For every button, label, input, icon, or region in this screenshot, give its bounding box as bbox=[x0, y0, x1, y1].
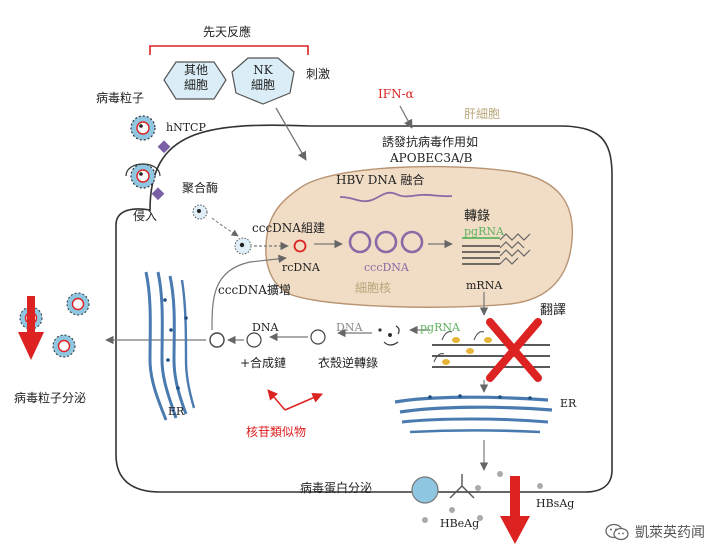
integrated-dna-squiggle bbox=[339, 191, 453, 203]
down-arrow-icon bbox=[18, 296, 44, 360]
cccdna-amplification-label: cccDNA擴增 bbox=[218, 283, 291, 297]
cross-mark-icon bbox=[486, 318, 542, 382]
hepatocyte-label: 肝細胞 bbox=[464, 107, 501, 121]
rcdna-circle bbox=[293, 239, 307, 253]
receptor-icon bbox=[151, 187, 165, 201]
hbeag-virion-icon bbox=[411, 476, 439, 504]
receptor-icon bbox=[157, 140, 171, 154]
entry-label: 侵入 bbox=[133, 209, 158, 223]
cccdna-circle bbox=[348, 230, 372, 254]
cccdna-circle bbox=[400, 230, 424, 254]
polymerase-label: 聚合酶 bbox=[182, 181, 219, 195]
nk-cells-label-2: 細胞 bbox=[250, 78, 275, 92]
nucleus-label: 細胞核 bbox=[355, 281, 392, 295]
capsid-icon bbox=[192, 204, 208, 220]
nk-cells-label-1: NK bbox=[253, 63, 273, 77]
induced-antiviral-label-1: 誘發抗病毒作用如 bbox=[382, 135, 479, 149]
er-left-label: ER bbox=[168, 405, 185, 418]
transcripts bbox=[462, 233, 531, 265]
capsid-dna-icon bbox=[246, 332, 262, 348]
capsid-dna-icon bbox=[310, 329, 326, 345]
other-cells-label-2: 細胞 bbox=[183, 78, 208, 92]
hntcp-label: hNTCP bbox=[166, 121, 206, 134]
nucleoside-analogs-label: 核苷類似物 bbox=[246, 425, 307, 439]
virion-icon bbox=[130, 115, 156, 141]
er-right-label: ER bbox=[560, 397, 577, 410]
pgrna-top-label: pgRNA bbox=[464, 225, 504, 238]
er-icon bbox=[394, 394, 553, 434]
virion-label: 病毒粒子 bbox=[96, 91, 145, 105]
hbeag-label: HBeAg bbox=[440, 517, 480, 530]
hbsag-label: HBsAg bbox=[536, 497, 575, 510]
induced-antiviral-label-2: APOBEC3A/B bbox=[390, 151, 473, 165]
wechat-icon bbox=[605, 523, 629, 541]
other-cells-icon bbox=[163, 61, 227, 100]
watermark: 凱萊英药闻 bbox=[605, 522, 705, 542]
encapsidation-rt-label: 衣殼逆轉錄 bbox=[318, 356, 379, 370]
virion-secretion-label: 病毒粒子分泌 bbox=[14, 391, 87, 405]
cccdna-label: cccDNA bbox=[364, 261, 409, 274]
nk-cells-icon bbox=[231, 57, 295, 105]
transcription-label: 轉錄 bbox=[464, 209, 491, 224]
other-cells-label-1: 其他 bbox=[183, 63, 208, 77]
virion-icon bbox=[66, 292, 90, 316]
mrna-label: mRNA bbox=[466, 279, 503, 292]
dna-mid-label: DNA bbox=[336, 321, 363, 334]
capsid-icon bbox=[234, 237, 252, 255]
encapsidation-icon bbox=[378, 325, 400, 346]
hbv-integration-label: HBV DNA 融合 bbox=[336, 173, 425, 187]
translation-ribosomes bbox=[432, 331, 550, 368]
down-arrow-icon bbox=[500, 476, 530, 544]
watermark-text: 凱萊英药闻 bbox=[635, 525, 705, 541]
ifn-label: IFN-α bbox=[378, 87, 414, 101]
innate-response-label: 先天反應 bbox=[203, 25, 252, 39]
dna-left-label: DNA bbox=[252, 321, 279, 334]
hepatocyte-membrane bbox=[115, 124, 613, 493]
hbeag-antibody-icon bbox=[449, 474, 475, 499]
viral-protein-secretion-label: 病毒蛋白分泌 bbox=[300, 481, 373, 495]
stimulation-label: 刺激 bbox=[306, 67, 331, 81]
rcdna-label: rcDNA bbox=[282, 261, 320, 274]
virion-icon bbox=[130, 163, 156, 189]
virion-icon bbox=[52, 334, 76, 358]
plus-strand-label: +合成鏈 bbox=[240, 356, 287, 370]
innate-bracket bbox=[149, 45, 309, 55]
cccdna-formation-label: cccDNA組建 bbox=[252, 221, 325, 235]
cccdna-circle bbox=[374, 230, 398, 254]
translation-label: 翻譯 bbox=[540, 303, 567, 318]
capsid-dna-icon bbox=[209, 332, 225, 348]
er-icon bbox=[144, 271, 196, 421]
pgrna-mid-label: pgRNA bbox=[420, 321, 460, 334]
